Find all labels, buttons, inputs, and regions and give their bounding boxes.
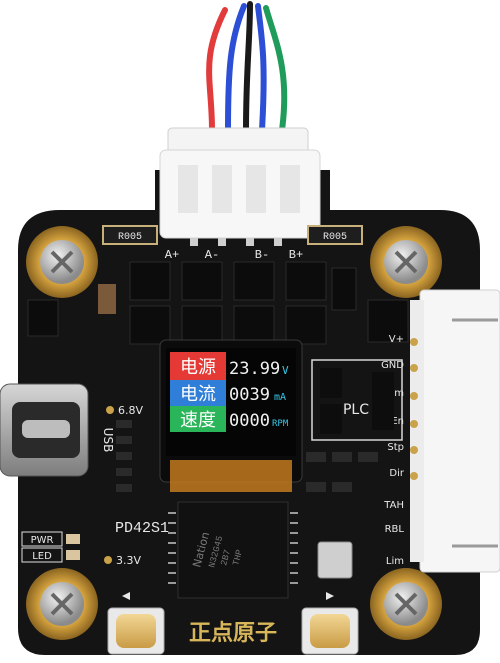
wire-bundle [206, 1, 288, 133]
pin-label-a-plus: A+ [165, 248, 179, 262]
right-arrow-icon [326, 592, 334, 600]
optocoupler-block [311, 359, 403, 441]
voltage-3v3-label: 3.3V [116, 554, 141, 567]
pin-label-tah: TAH [383, 500, 404, 511]
wire-blue-2 [255, 3, 267, 133]
brand-label: 正点原子 [189, 620, 277, 646]
wire-black [243, 1, 253, 133]
pin-label-v-plus: V+ [389, 334, 404, 345]
pwr-label: PWR [31, 535, 54, 546]
left-button[interactable] [107, 607, 165, 655]
lcd-row1-value: 23.99 [229, 359, 280, 379]
pin-label-en: En [391, 416, 404, 427]
pin-label-dir: Dir [389, 468, 404, 479]
pin-label-lim: Lim [386, 556, 404, 567]
lcd-row2-value: 0039 [229, 385, 270, 405]
lcd-row2-unit: mA [274, 392, 286, 403]
terminal-connector [410, 289, 500, 573]
mcu-chip [168, 501, 298, 599]
chip-line-3: THP [231, 549, 245, 567]
pin-label-a-minus: A- [205, 248, 219, 262]
wire-blue [225, 3, 247, 133]
motor-connector [159, 127, 321, 239]
lcd-row2-label: 电流 [180, 384, 216, 405]
pin-label-rbl: RBL [385, 524, 405, 535]
mount-hole-top-right [370, 226, 442, 298]
mosfet-array [27, 261, 409, 345]
lcd-row3-label-bg [170, 406, 226, 432]
lcd-row1-label-bg [170, 352, 226, 380]
lcd-row2-label-bg [170, 380, 226, 406]
chip-line-2: 2B7 [219, 549, 233, 567]
led-label: LED [32, 551, 52, 562]
usb-label: USB [101, 428, 115, 453]
plc-label: PLC [343, 402, 369, 418]
lcd-row1-label: 电源 [180, 357, 216, 378]
resistor-right-label: R005 [323, 232, 347, 243]
resistor-left-label: R005 [118, 232, 142, 243]
pin-label-stp: Stp [387, 442, 404, 453]
pin-label-b-plus: B+ [289, 248, 303, 262]
lcd-row1-unit: V [282, 364, 289, 377]
pin-label-b-minus: B- [255, 248, 269, 262]
voltage-6v8-label: 6.8V [118, 404, 143, 417]
crystal [317, 541, 353, 579]
right-button[interactable] [301, 607, 359, 655]
mount-hole-bottom-left [26, 568, 98, 640]
wire-red [206, 7, 228, 133]
mount-hole-top-left [26, 226, 98, 298]
model-label: PD42S1 [115, 520, 169, 537]
lcd-row3-label: 速度 [180, 410, 216, 431]
pin-label-gnd: GND [381, 360, 404, 371]
lcd-row3-unit: RPM [272, 419, 289, 429]
wire-green [263, 5, 288, 133]
lcd-row3-value: 0000 [229, 411, 270, 431]
mount-hole-bottom-right [370, 568, 442, 640]
left-arrow-icon [122, 592, 130, 600]
usb-c-port [0, 383, 89, 477]
